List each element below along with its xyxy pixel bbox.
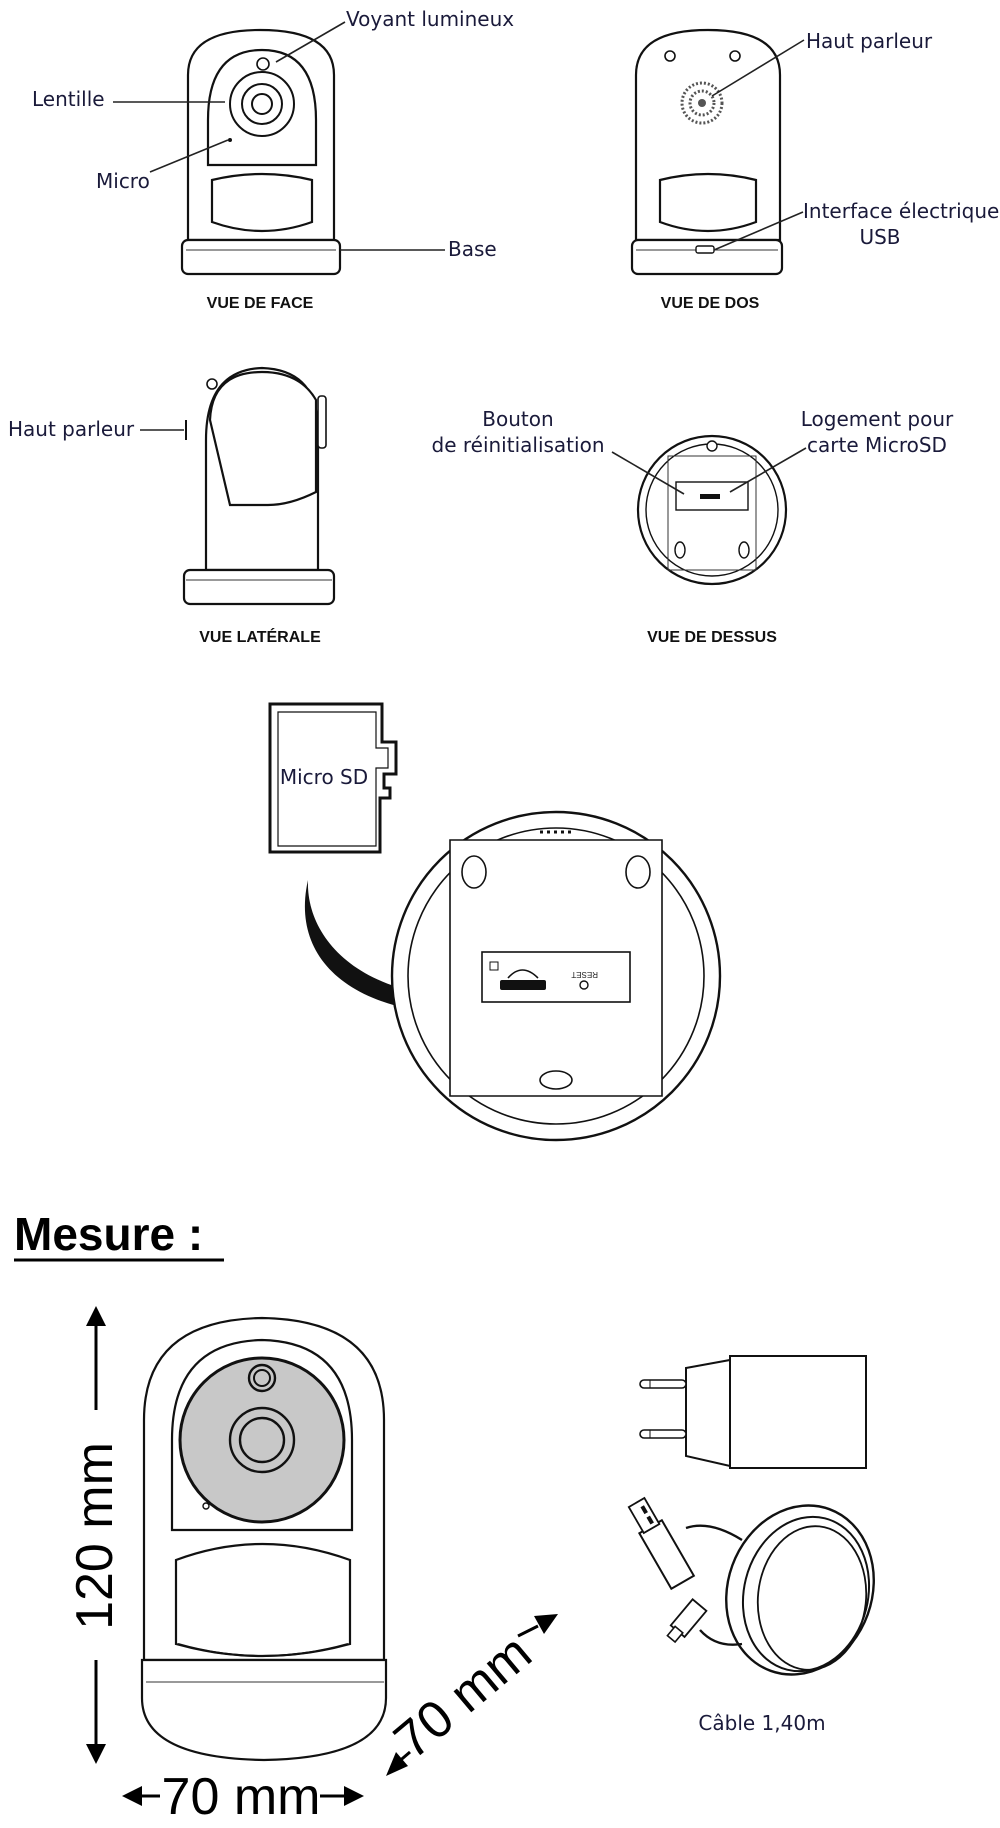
label-bouton-2: de réinitialisation (432, 433, 605, 457)
usb-cable: Câble 1,40m (627, 1496, 875, 1735)
measure-title: Mesure : (14, 1208, 203, 1260)
caption-side: VUE LATÉRALE (199, 627, 321, 646)
label-haut-parleur-back: Haut parleur (806, 29, 933, 53)
label-base: Base (448, 237, 497, 261)
power-adapter (639, 1355, 867, 1469)
back-view: Haut parleur Interface électrique USB VU… (630, 28, 999, 312)
caption-back: VUE DE DOS (661, 295, 760, 312)
sd-insertion: Micro SD RESET (268, 702, 722, 1142)
height-label: 120 mm (66, 1442, 124, 1630)
label-voyant: Voyant lumineux (346, 7, 514, 31)
side-view: Haut parleur VUE LATÉRALE (8, 366, 336, 646)
label-interface-1: Interface électrique (803, 199, 999, 223)
caption-top: VUE DE DESSUS (647, 629, 777, 646)
cable-label: Câble 1,40m (698, 1711, 825, 1735)
front-view: Voyant lumineux Lentille Micro Base VUE … (32, 7, 514, 312)
indicator-light (256, 57, 270, 71)
sd-card-label: Micro SD (280, 765, 368, 789)
label-lentille: Lentille (32, 87, 105, 111)
micro-sd-card (268, 702, 398, 854)
sd-slot-large (481, 951, 631, 1003)
depth-label: 70 mm (384, 1624, 543, 1771)
label-micro: Micro (96, 169, 150, 193)
caption-front: VUE DE FACE (207, 295, 314, 312)
label-bouton-1: Bouton (482, 407, 553, 431)
label-logement-1: Logement pour (801, 407, 954, 431)
width-label: 70 mm (162, 1768, 321, 1826)
reset-label: RESET (571, 970, 598, 979)
usb-port (695, 245, 715, 254)
label-haut-parleur-side: Haut parleur (8, 417, 135, 441)
label-interface-2: USB (859, 225, 900, 249)
top-view: Bouton de réinitialisation Logement pour… (432, 407, 955, 646)
micro-hole (228, 138, 232, 142)
label-logement-2: carte MicroSD (807, 433, 947, 457)
measure-section: Mesure : 120 mm 70 mm 70 mm (14, 1208, 875, 1826)
